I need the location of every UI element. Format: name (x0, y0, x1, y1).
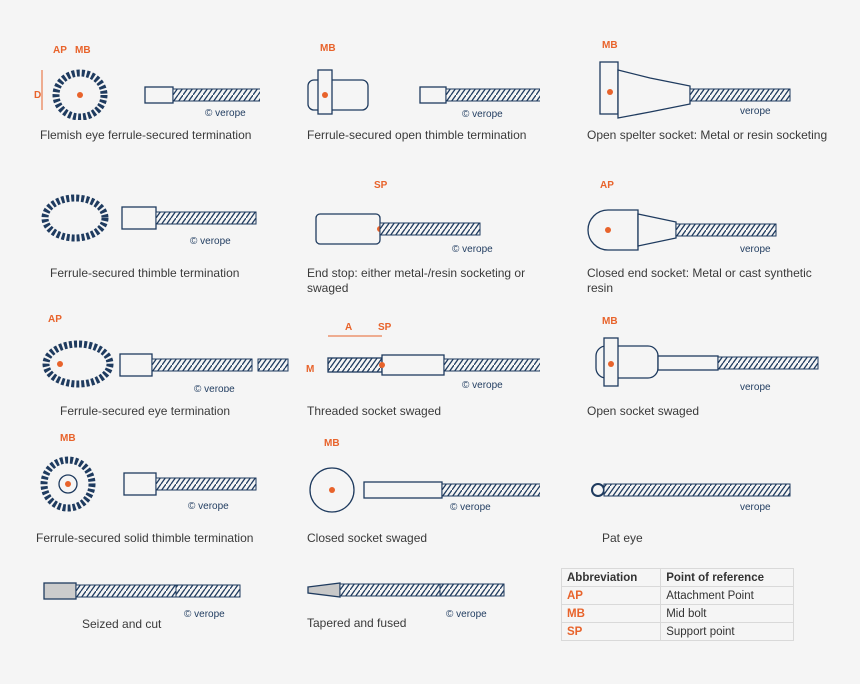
open-thimble-diagram: MB © verope (307, 43, 540, 120)
mb-label: MB (602, 316, 618, 327)
pat-eye-diagram: verope (591, 483, 791, 513)
mb-label: MB (75, 45, 91, 56)
table-row: SP Support point (560, 622, 794, 641)
caption: Open socket swaged (587, 404, 700, 418)
verope-logo: verope (740, 382, 771, 392)
legend-abbr: AP (560, 586, 662, 605)
table-row: MB Mid bolt (560, 604, 794, 623)
ap-label: AP (48, 314, 62, 325)
verope-logo: © verope (190, 236, 231, 247)
caption: Seized and cut (82, 617, 162, 631)
verope-logo: © verope (450, 502, 491, 513)
caption: Open spelter socket: Metal or resin sock… (587, 128, 828, 142)
verope-logo: © verope (446, 609, 487, 620)
mb-label: MB (60, 433, 76, 444)
ap-label: AP (600, 180, 614, 191)
caption: Ferrule-secured open thimble termination (307, 128, 527, 142)
tapered-and-fused-diagram: © verope (307, 582, 505, 620)
verope-logo: © verope (188, 501, 229, 512)
thimble-diagram: © verope (41, 194, 257, 247)
verope-logo: © verope (452, 244, 493, 255)
verope-logo: verope (740, 502, 771, 513)
caption: Tapered and fused (307, 616, 407, 630)
legend-meaning: Support point (660, 622, 794, 641)
closed-end-socket-diagram: AP verope (587, 180, 777, 255)
legend-meaning: Mid bolt (660, 604, 794, 623)
verope-logo: © verope (462, 109, 503, 120)
legend-abbr: SP (560, 622, 662, 641)
verope-logo: verope (740, 106, 771, 117)
legend-header-row: Abbreviation Point of reference (560, 568, 794, 587)
caption: Ferrule-secured solid thimble terminatio… (36, 531, 254, 545)
mb-label: MB (320, 43, 336, 54)
mb-label: MB (602, 40, 618, 51)
caption: Pat eye (602, 531, 643, 545)
eye-termination-diagram: AP © verope (42, 314, 289, 392)
caption: Threaded socket swaged (307, 404, 442, 418)
a-label: A (345, 322, 352, 333)
sp-label: SP (378, 322, 392, 333)
verope-logo: © verope (184, 609, 225, 620)
open-socket-swaged-diagram: MB verope (595, 316, 819, 392)
legend-abbr: MB (560, 604, 662, 623)
caption: End stop: either metal-/resin socketing … (307, 266, 526, 295)
legend-meaning: Attachment Point (660, 586, 794, 605)
seized-and-cut-diagram: © verope (43, 582, 241, 620)
caption: Closed socket swaged (307, 531, 428, 545)
caption: Ferrule-secured thimble termination (50, 266, 240, 280)
verope-logo: © verope (205, 108, 246, 119)
solid-thimble-diagram: MB © verope (40, 433, 257, 512)
caption: Closed end socket: Metal or cast synthet… (587, 266, 812, 295)
sp-label: SP (374, 180, 388, 191)
end-stop-diagram: SP © verope (315, 180, 493, 255)
flemish-eye-diagram: AP MB D © verope (34, 45, 260, 120)
verope-logo: © verope (462, 380, 503, 391)
table-row: AP Attachment Point (560, 586, 794, 605)
d-label: D (34, 90, 41, 101)
legend-header-abbr: Abbreviation (560, 568, 662, 587)
legend-table: Abbreviation Point of reference AP Attac… (560, 568, 794, 641)
verope-logo: verope (740, 244, 771, 255)
m-label: M (306, 364, 314, 375)
threaded-socket-diagram: A SP M © verope (306, 322, 540, 391)
verope-logo: © verope (194, 384, 235, 392)
closed-socket-swaged-diagram: MB © verope (309, 438, 540, 513)
caption: Flemish eye ferrule-secured termination (40, 128, 252, 142)
caption: Ferrule-secured eye termination (60, 404, 231, 418)
ap-label: AP (53, 45, 67, 56)
legend-header-meaning: Point of reference (660, 568, 794, 587)
mb-label: MB (324, 438, 340, 449)
open-spelter-diagram: MB verope (599, 40, 791, 119)
